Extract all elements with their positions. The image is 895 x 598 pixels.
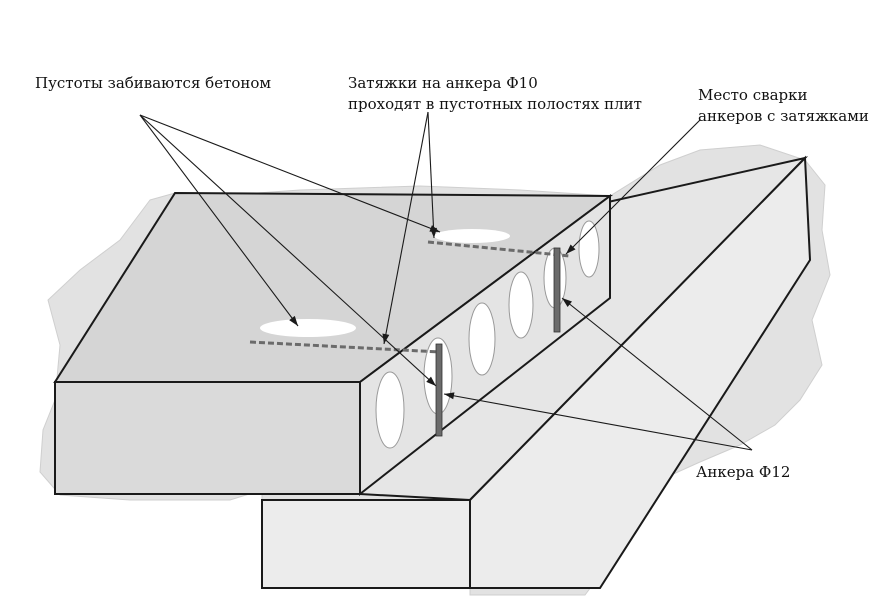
label-voids-filled: Пустоты забиваются бетоном: [35, 73, 271, 94]
leader-voids-3-line: [139, 114, 437, 387]
leader-voids-1-arrowhead: [289, 315, 298, 326]
label-ties-line1: Затяжки на анкера Ф10: [348, 74, 538, 92]
hollow-core-3: [468, 302, 496, 376]
rebar-tie-icon: [427, 240, 571, 258]
leader-weld: [565, 119, 701, 255]
leader-weld-line: [565, 119, 701, 255]
leader-weld-arrowhead: [566, 244, 576, 254]
leader-anchors-1-line: [443, 393, 753, 451]
label-weld: Место сварки анкеров с затяжками: [698, 85, 869, 127]
hollow-cores: [375, 220, 600, 449]
rebar-anchor-icon: [553, 247, 561, 333]
leader-ties-2: [427, 111, 438, 239]
leader-voids-3: [139, 114, 437, 387]
leader-anchors-2: [561, 297, 753, 451]
leader-ties-2-arrowhead: [430, 227, 438, 238]
hollow-core-6: [578, 220, 600, 278]
leader-ties-1-line: [383, 111, 429, 345]
leader-anchors-2-line: [561, 297, 753, 451]
leader-ties-2-line: [427, 111, 435, 239]
label-weld-line2: анкеров с затяжками: [698, 107, 869, 125]
rebar-tie-icon: [249, 340, 441, 354]
leader-voids-1-line: [139, 114, 299, 327]
leader-voids-3-arrowhead: [426, 376, 436, 386]
leader-ties-1-arrowhead: [382, 333, 390, 344]
filled-void-near: [260, 319, 356, 337]
leader-lines: [139, 111, 753, 451]
label-voids-filled-text: Пустоты забиваются бетоном: [35, 74, 272, 92]
filled-void-far: [434, 229, 510, 243]
beam-front-face: [261, 499, 471, 589]
leader-anchors-1: [443, 392, 753, 451]
anchor-rod-far: [553, 247, 561, 333]
leader-voids-1: [139, 114, 299, 327]
label-ties-line2: проходят в пустотных полостях плит: [348, 95, 642, 113]
label-anchors-text: Анкера Ф12: [696, 463, 791, 481]
leader-anchors-1-arrowhead: [444, 392, 455, 400]
hollow-core-1: [375, 371, 405, 449]
label-ties: Затяжки на анкера Ф10 проходят в пустотн…: [348, 73, 642, 115]
slab-side-face: [54, 381, 361, 495]
rebar-anchor-icon: [435, 343, 443, 437]
leader-anchors-2-arrowhead: [562, 298, 572, 307]
label-anchors: Анкера Ф12: [696, 462, 790, 483]
leader-voids-2-line: [139, 114, 441, 233]
leader-ties-1: [382, 111, 429, 345]
beam-right-face: [469, 155, 812, 589]
hollow-core-4: [508, 271, 534, 339]
anchor-rod-near: [435, 343, 443, 437]
label-weld-line1: Место сварки: [698, 86, 808, 104]
